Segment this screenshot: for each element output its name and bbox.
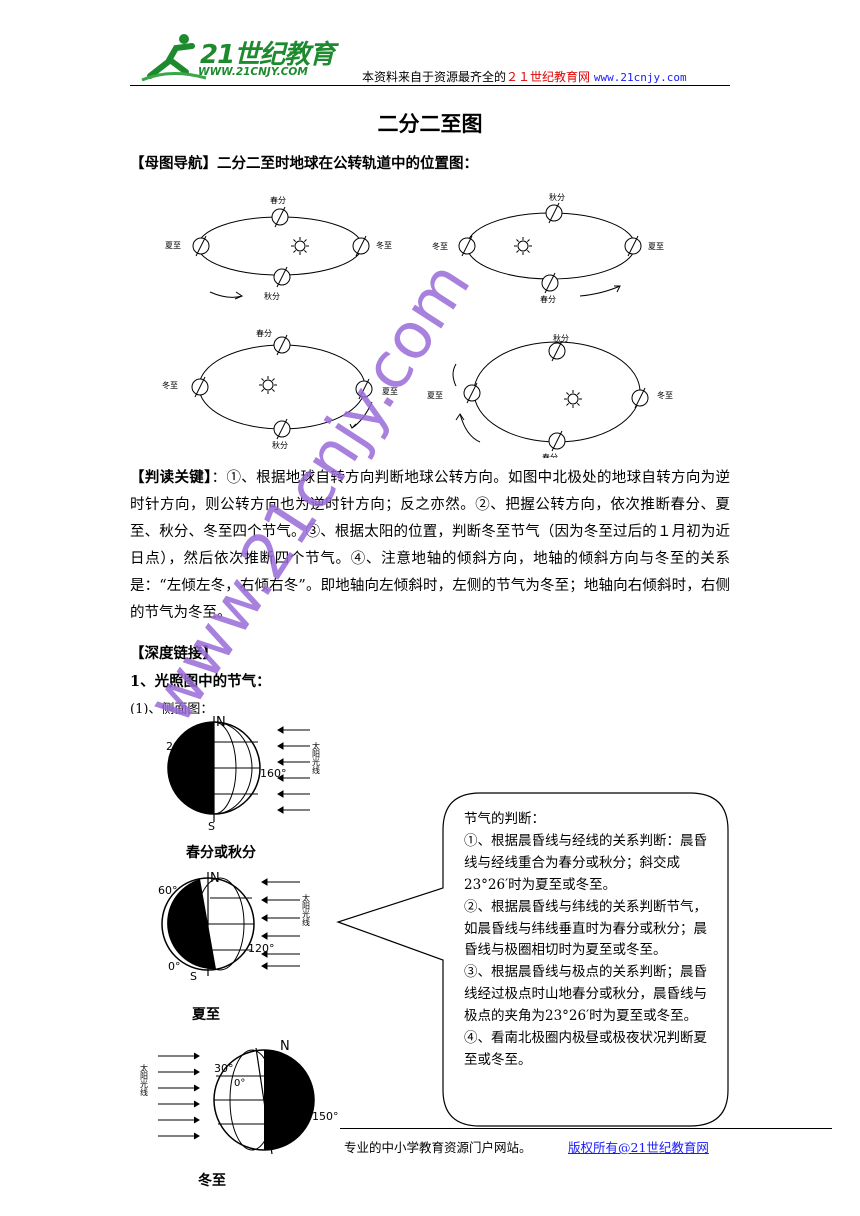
header-rule [130,85,730,86]
footer-rule [340,1128,832,1129]
source-site: ２１世纪教育网 [506,70,591,84]
light-diagram-summer: N S 60° 0° 120° 太阳光线 [158,871,311,983]
svg-text:20°: 20° [166,740,186,753]
source-prefix: 本资料来自于资源最齐全的 [362,70,507,84]
subsub-side-view: (1)、侧面图： [130,702,214,714]
svg-text:秋分: 秋分 [553,333,569,343]
logo-text: 21世纪教育 [200,40,335,70]
light-diagram-winter: N 30° 0° 150° 太阳光线 [140,1039,339,1155]
callout-bubble [336,792,729,1127]
svg-text:冬至: 冬至 [376,240,392,250]
svg-text:0°: 0° [168,960,181,973]
svg-text:冬至: 冬至 [432,241,448,251]
svg-text:春分: 春分 [256,328,272,338]
page-title: 二分二至图 [377,111,483,136]
svg-text:60°: 60° [158,884,178,897]
orbit-diagram-4: 秋分 夏至 冬至 春分 [427,333,673,458]
callout-p3: ③、根据晨昏线与极点的关系判断；晨昏线经过极点时山地春分或秋分，晨昏线与极点的夹… [464,964,707,1025]
svg-text:秋分: 秋分 [549,192,565,202]
svg-text:夏至: 夏至 [648,242,664,251]
caption-equinox: 春分或秋分 [186,845,256,861]
section-nav-label: 【母图导航】 [130,155,217,172]
callout-p2: ②、根据晨昏线与纬线的关系判断节气，如晨昏线与纬线垂直时为春分或秋分；晨昏线与极… [464,898,707,959]
svg-text:春分: 春分 [542,452,558,458]
caption-summer: 夏至 [192,1007,220,1023]
svg-text:太阳光线: 太阳光线 [140,1063,149,1096]
callout-text: 节气的判断： ①、根据晨昏线与经线的关系判断：晨昏线与经线重合为春分或秋分；斜交… [464,809,714,1072]
orbit-diagram-2: 秋分 冬至 夏至 春分 [432,192,664,304]
svg-text:S: S [190,970,197,983]
logo-url: WWW.21CNJY.COM [198,66,308,78]
svg-text:春分: 春分 [270,195,286,205]
orbit-diagrams: 春分 夏至 冬至 秋分 秋分 冬至 夏至 春分 春分 冬至 夏至 秋分 [162,192,673,458]
orbit-diagram-1: 春分 夏至 冬至 秋分 [165,195,392,301]
section-key-text: ：①、根据地球自转方向判断地球公转方向。如图中北极处的地球自转方向为逆时针方向，… [130,470,731,621]
footer-left: 专业的中小学教育资源门户网站。 [344,1140,532,1155]
orbit-diagram-3: 春分 冬至 夏至 秋分 [162,328,398,450]
svg-text:30°: 30° [214,1062,234,1075]
callout-title: 节气的判断： [464,811,545,827]
section-key: 【判读关键】：①、根据地球自转方向判断地球公转方向。如图中北极处的地球自转方向为… [130,464,730,627]
svg-text:N: N [210,871,220,886]
header: 21世纪教育 WWW.21CNJY.COM 本资料来自于资源最齐全的２１世纪教育… [130,28,730,86]
section-depth: 【深度链接】 [130,645,217,662]
svg-text:120°: 120° [248,942,275,955]
section-key-label: 【判读关键】 [130,469,212,486]
svg-text:太阳光线: 太阳光线 [302,893,311,926]
svg-text:太阳光线: 太阳光线 [312,741,321,774]
caption-winter: 冬至 [198,1173,226,1189]
svg-text:春分: 春分 [540,294,556,304]
logo-runner-icon [141,34,207,82]
footer-copyright-link[interactable]: 版权所有@21世纪教育网 [568,1140,709,1155]
light-diagram-equinox: N S 20° 160° 太阳光线 [166,715,321,833]
svg-text:夏至: 夏至 [427,391,443,400]
svg-text:夏至: 夏至 [165,241,181,250]
svg-text:N: N [280,1039,290,1054]
svg-text:150°: 150° [312,1110,339,1123]
svg-text:夏至: 夏至 [382,387,398,396]
svg-text:N: N [216,715,226,730]
svg-text:0°: 0° [234,1078,245,1089]
subheading-lighting: 1、光照图中的节气： [130,673,271,690]
svg-text:冬至: 冬至 [657,390,673,400]
svg-text:秋分: 秋分 [264,291,280,301]
section-nav-text: 二分二至时地球在公转轨道中的位置图： [217,155,478,172]
svg-text:秋分: 秋分 [272,440,288,450]
svg-text:S: S [208,820,215,833]
header-source: 本资料来自于资源最齐全的２１世纪教育网 www.21cnjy.com [362,68,687,85]
source-url-link[interactable]: www.21cnjy.com [593,71,687,84]
callout-p1: ①、根据晨昏线与经线的关系判断：晨昏线与经线重合为春分或秋分；斜交成23°26′… [464,832,707,893]
section-nav: 【母图导航】二分二至时地球在公转轨道中的位置图： [130,150,730,177]
svg-text:冬至: 冬至 [162,380,178,390]
callout-p4: ④、看南北极圈内极昼或极夜状况判断夏至或冬至。 [464,1030,707,1068]
